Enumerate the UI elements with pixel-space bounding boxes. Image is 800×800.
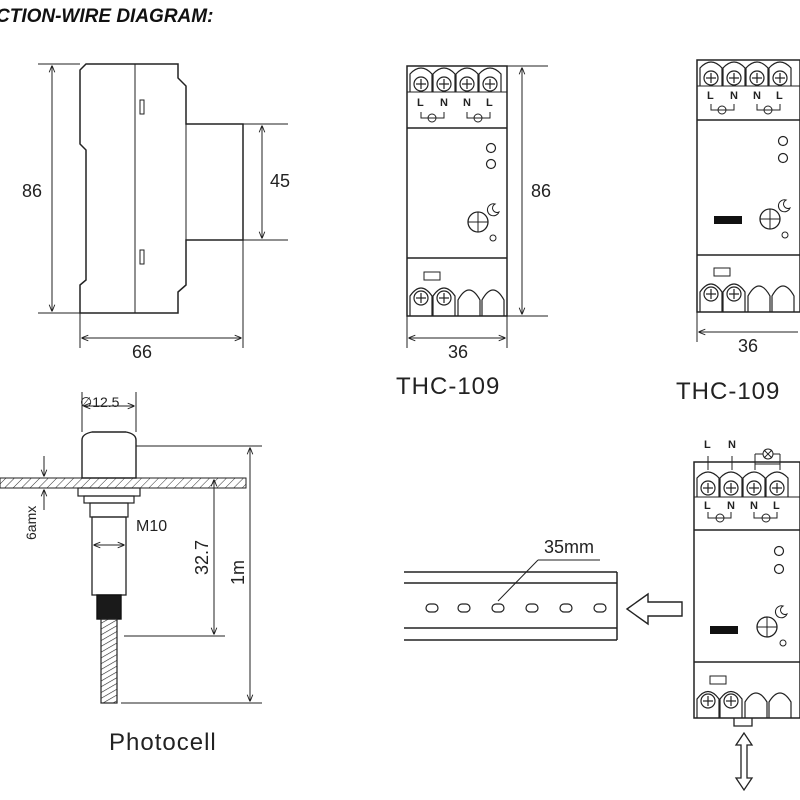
mv-supply-n: N <box>728 439 736 451</box>
diagram-title: CTION-WIRE DIAGRAM: <box>0 6 214 27</box>
photocell-diameter-label: ∅12.5 <box>80 394 120 410</box>
front-view-1-terminal-labels: L N N L <box>417 97 493 109</box>
fv2-terminal-3: N <box>753 90 761 102</box>
front-view-1 <box>406 65 508 317</box>
side-view <box>79 63 244 314</box>
photocell-dimensions <box>44 392 262 704</box>
photocell-length-label: 32.7 <box>192 540 212 575</box>
din-rail-width-label: 35mm <box>544 537 594 557</box>
front-view-2 <box>696 59 800 313</box>
photocell-thread <box>91 516 127 596</box>
clip-direction-arrow <box>734 731 754 792</box>
din-rail <box>404 559 683 641</box>
fv1-terminal-3: N <box>463 97 471 109</box>
mount-direction-arrow <box>625 592 683 626</box>
front-view-2-model-label: THC-109 <box>676 378 780 405</box>
side-depth-label: 45 <box>270 171 290 191</box>
photocell-cable <box>100 618 118 704</box>
fv2-terminal-1: L <box>707 90 714 102</box>
photocell-gland <box>96 594 122 620</box>
fv1-terminal-4: L <box>486 97 493 109</box>
side-view-dimensions <box>38 63 288 348</box>
front-view-1-width-label: 36 <box>448 342 468 362</box>
side-view-outline <box>79 63 244 314</box>
front-view-2-width-label: 36 <box>738 336 758 356</box>
front-view-1-height-label: 86 <box>531 181 551 201</box>
photocell-cable-length-label: 1m <box>228 560 248 585</box>
mv-supply-l: L <box>704 439 711 451</box>
mounting-view-labels: L N L N N L <box>704 439 780 512</box>
front-view-1-body <box>406 65 508 317</box>
fv1-terminal-1: L <box>417 97 424 109</box>
front-view-2-display <box>714 216 742 224</box>
mounting-view-display <box>710 626 738 634</box>
mv-terminal-4: L <box>773 500 780 512</box>
front-view-2-dimensions <box>696 312 798 342</box>
fv1-terminal-2: N <box>440 97 448 109</box>
photocell-panel-label: 6amx <box>23 506 39 540</box>
fv2-terminal-4: L <box>776 90 783 102</box>
front-view-1-dimensions <box>406 65 548 348</box>
side-width-label: 66 <box>132 342 152 362</box>
mv-terminal-1: L <box>704 500 711 512</box>
front-view-1-model-label: THC-109 <box>396 373 500 400</box>
front-view-2-terminal-labels: L N N L <box>707 90 783 102</box>
mounting-panel <box>0 477 247 489</box>
mounting-view <box>693 448 800 792</box>
mounting-view-body <box>693 461 800 719</box>
mv-terminal-3: N <box>750 500 758 512</box>
fv2-terminal-2: N <box>730 90 738 102</box>
photocell-label: Photocell <box>109 729 217 756</box>
photocell-thread-label: M10 <box>136 518 167 535</box>
side-height-label: 86 <box>22 181 42 201</box>
mv-terminal-2: N <box>727 500 735 512</box>
photocell-head <box>81 431 137 479</box>
